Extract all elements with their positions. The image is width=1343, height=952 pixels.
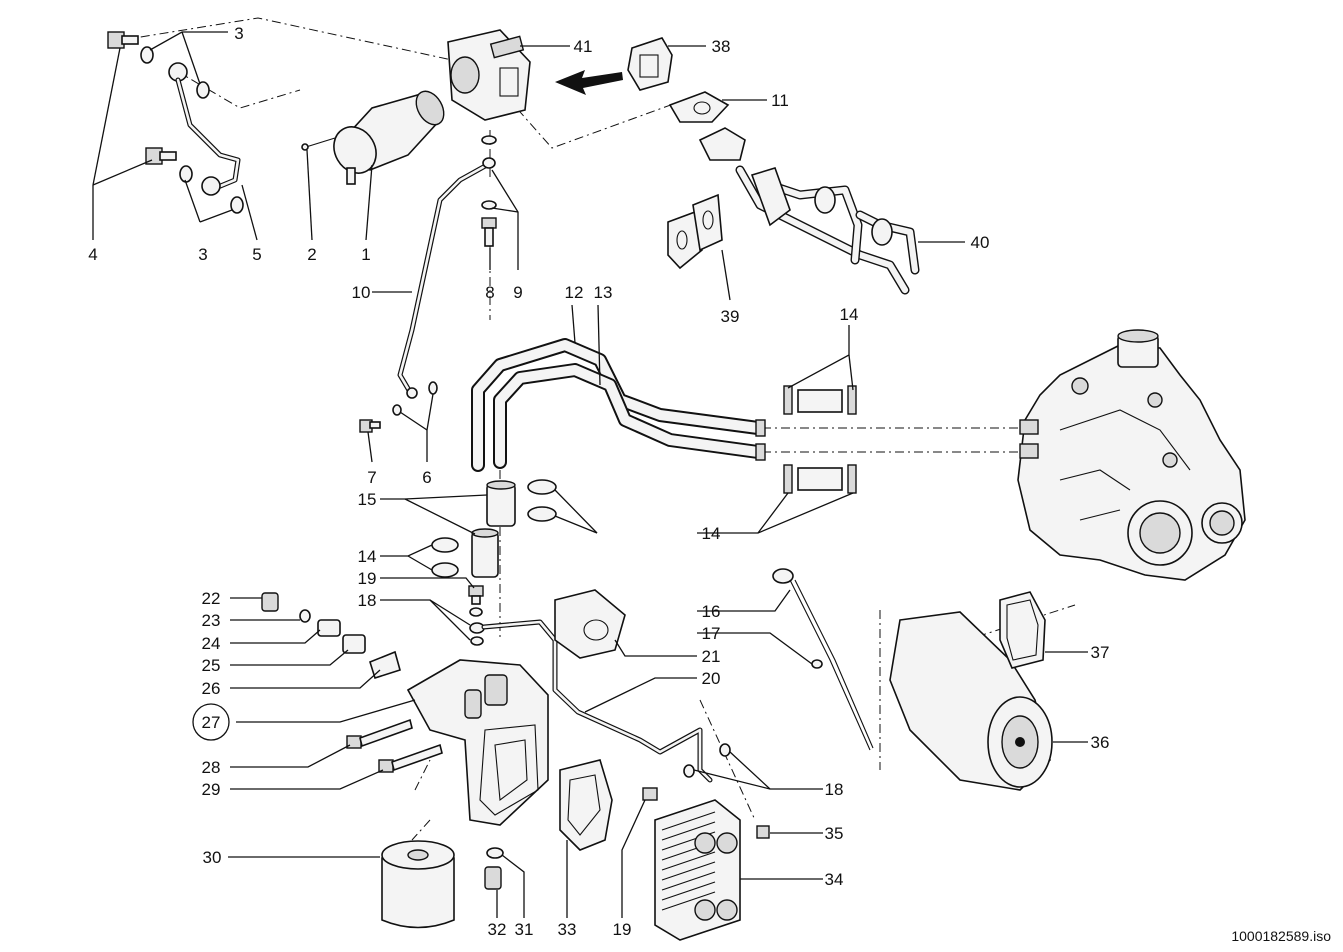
- pump-gasket-37: [999, 591, 1046, 669]
- hoses-15-clamps-14: [431, 479, 557, 578]
- callout-17: 17: [702, 624, 721, 643]
- callout-35: 35: [825, 824, 844, 843]
- callout-9: 9: [513, 283, 522, 302]
- callout-31: 31: [515, 920, 534, 939]
- callout-27-circle: [192, 703, 230, 741]
- callout-15: 15: [358, 490, 377, 509]
- banjo-fuel-line-assembly: [107, 31, 244, 214]
- callout-21: 21: [702, 647, 721, 666]
- callout-23: 23: [202, 611, 221, 630]
- oil-feed-pipe-10: [359, 135, 497, 433]
- callout-25: 25: [202, 656, 221, 675]
- callout-38: 38: [712, 37, 731, 56]
- sealing-washer-b: [196, 81, 210, 99]
- egr-valve: [301, 90, 445, 185]
- flow-arrow: [555, 70, 623, 95]
- sealing-washer-a: [140, 46, 154, 64]
- callout-32: 32: [488, 920, 507, 939]
- banjo-bolt-shank-upper: [121, 35, 139, 45]
- callout-34: 34: [825, 870, 844, 889]
- cover-gasket-21: [554, 589, 626, 659]
- callout-18-upper: 18: [358, 591, 377, 610]
- sealing-washer-c: [179, 165, 193, 183]
- egr-housing: [447, 29, 531, 121]
- oil-cooler-34: [642, 743, 770, 941]
- egr-connector-pin: [346, 167, 356, 185]
- callout-7: 7: [367, 468, 376, 487]
- callout-6: 6: [422, 468, 431, 487]
- callout-13: 13: [594, 283, 613, 302]
- gaskets-39: [667, 193, 723, 270]
- callout-27: 27: [202, 713, 221, 732]
- callout-labels: 3 4 3 5 2 1 41 38 11 40 39 10 8 9 12 13 …: [88, 24, 1109, 939]
- callout-8: 8: [485, 283, 494, 302]
- document-id: 1000182589.iso: [1231, 928, 1331, 944]
- callout-3-lower: 3: [198, 245, 207, 264]
- callout-30: 30: [203, 848, 222, 867]
- callout-16: 16: [702, 602, 721, 621]
- callout-28: 28: [202, 758, 221, 777]
- callout-19-lower: 19: [613, 920, 632, 939]
- callout-41: 41: [574, 37, 593, 56]
- callout-29: 29: [202, 780, 221, 799]
- sealing-washer-d: [230, 196, 244, 214]
- callout-14-left: 14: [358, 547, 377, 566]
- callout-26: 26: [202, 679, 221, 698]
- callout-33: 33: [558, 920, 577, 939]
- egr-screw: [301, 143, 309, 151]
- callout-11: 11: [771, 91, 789, 110]
- callout-37: 37: [1091, 643, 1110, 662]
- callout-1: 1: [361, 245, 370, 264]
- callout-5: 5: [252, 245, 261, 264]
- oil-filter-30: [381, 840, 455, 929]
- callout-36: 36: [1091, 733, 1110, 752]
- water-pump-36: [889, 611, 1053, 791]
- egr-pipe-assembly: [668, 91, 920, 295]
- callout-12: 12: [565, 283, 584, 302]
- cooler-gasket-33: [559, 759, 613, 851]
- callout-10: 10: [352, 283, 371, 302]
- leader-lines: [92, 31, 1088, 918]
- callout-39: 39: [721, 307, 740, 326]
- dipstick-16: [772, 568, 874, 751]
- callout-14-upper: 14: [840, 305, 859, 324]
- callout-24: 24: [202, 634, 221, 653]
- hoses-14-right: [783, 385, 857, 494]
- drain-plug-31-32: [484, 847, 504, 890]
- callout-2: 2: [307, 245, 316, 264]
- callout-19-upper: 19: [358, 569, 377, 588]
- alignment-lines: [121, 17, 1076, 841]
- callout-20: 20: [702, 669, 721, 688]
- callout-18-lower: 18: [825, 780, 844, 799]
- callout-22: 22: [202, 589, 221, 608]
- banjo-bolt-shank-lower: [159, 151, 177, 161]
- callout-40: 40: [971, 233, 990, 252]
- coolant-pipes-12-13: [471, 338, 766, 472]
- gasket-38: [555, 37, 673, 95]
- callout-4: 4: [88, 245, 97, 264]
- oil-filter-housing: [261, 585, 713, 826]
- callout-3-upper: 3: [234, 24, 243, 43]
- callout-14-right: 14: [702, 524, 721, 543]
- banjo-eye-lower: [201, 176, 221, 196]
- high-pressure-pump-assembly: [1017, 329, 1246, 581]
- gasket-11: [668, 91, 730, 123]
